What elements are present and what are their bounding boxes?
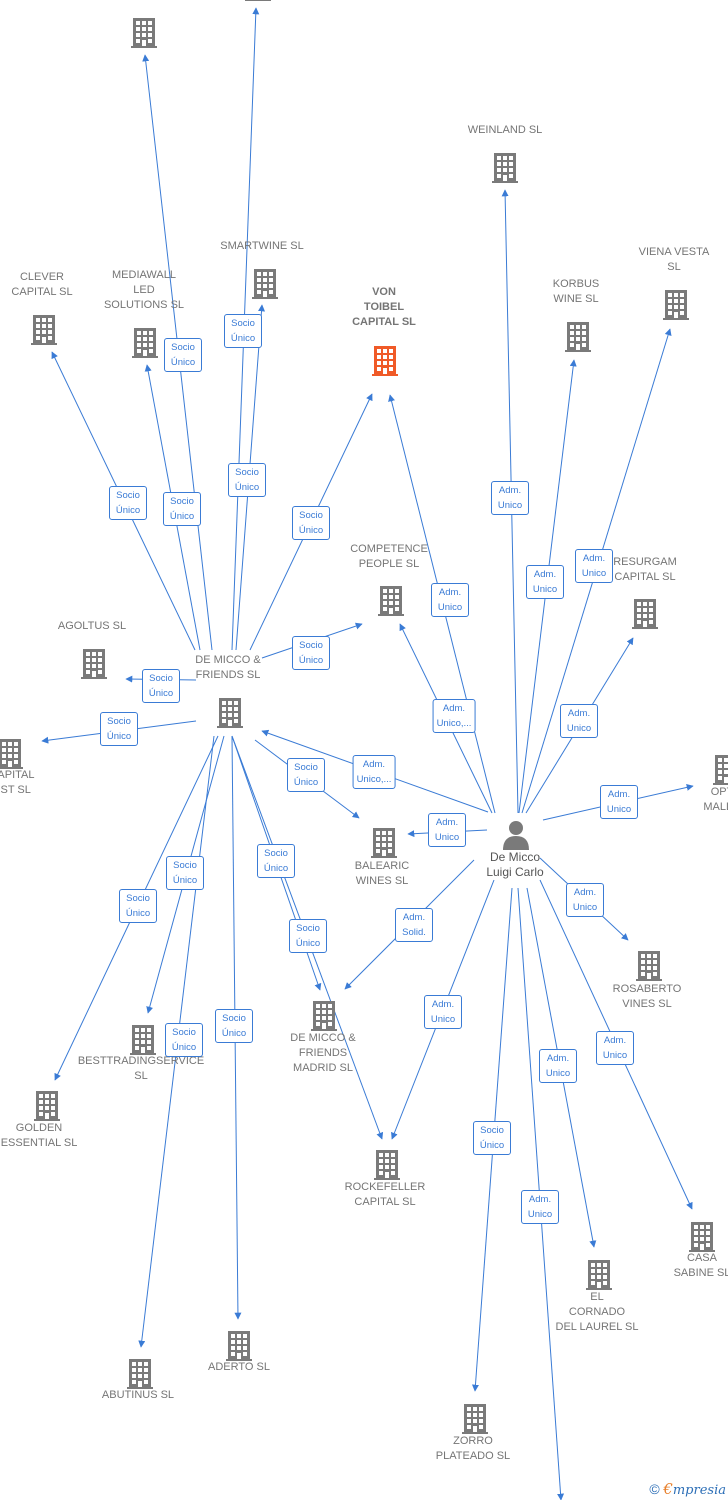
relation-label[interactable]: Adm. Unico,...	[352, 755, 396, 789]
node-label: ZORRO PLATEADO SL	[435, 1435, 511, 1462]
node-label: COMPETENCE PEOPLE SL	[350, 543, 428, 570]
node-label: ABUTINUS SL	[101, 1389, 175, 1401]
company-building-icon[interactable]	[0, 739, 23, 769]
relation-label[interactable]: Adm. Unico	[539, 1049, 577, 1083]
relation-label[interactable]: Adm. Unico	[526, 565, 564, 599]
company-building-icon[interactable]	[217, 698, 243, 728]
relation-label[interactable]: Socio Único	[292, 506, 330, 540]
relation-label[interactable]: Adm. Unico	[600, 785, 638, 819]
node-label: MEDIAWALL LED SOLUTIONS SL	[103, 269, 185, 311]
relation-label[interactable]: Socio Único	[228, 463, 266, 497]
company-building-icon[interactable]	[586, 1260, 612, 1290]
company-building-icon[interactable]	[371, 828, 397, 858]
company-building-icon[interactable]	[378, 586, 404, 616]
relation-label[interactable]: Socio Único	[119, 889, 157, 923]
relation-label[interactable]: Socio Único	[166, 856, 204, 890]
company-building-icon[interactable]	[689, 1222, 715, 1252]
relation-label[interactable]: Socio Único	[164, 338, 202, 372]
company-building-icon[interactable]	[132, 328, 158, 358]
relation-label[interactable]: Adm. Unico	[428, 813, 466, 847]
empresia-copyright[interactable]: © €mpresia	[649, 1480, 726, 1498]
company-building-icon[interactable]	[245, 0, 271, 1]
copyright-icon: ©	[649, 1481, 660, 1497]
node-label: VON TOIBEL CAPITAL SL	[352, 286, 416, 328]
relation-label[interactable]: Adm. Unico	[575, 549, 613, 583]
node-label: EL CORNADO DEL LAUREL SL	[555, 1291, 639, 1333]
node-label: CAPITAL EST SL	[0, 769, 35, 796]
company-building-icon[interactable]	[713, 755, 728, 785]
company-building-icon[interactable]	[663, 290, 689, 320]
empresia-brand: mpresia	[672, 1483, 726, 1498]
company-building-icon[interactable]	[81, 649, 107, 679]
relation-label[interactable]: Adm. Unico	[521, 1190, 559, 1224]
focus-company-building-icon[interactable]	[372, 346, 398, 376]
company-building-icon[interactable]	[636, 951, 662, 981]
relation-label[interactable]: Adm. Solid.	[395, 908, 433, 942]
company-building-icon[interactable]	[565, 322, 591, 352]
company-building-icon[interactable]	[311, 1001, 337, 1031]
relation-label[interactable]: Socio Único	[473, 1121, 511, 1155]
node-label: SMARTWINE SL	[220, 240, 304, 252]
company-building-icon[interactable]	[492, 153, 518, 183]
company-building-icon[interactable]	[632, 599, 658, 629]
company-building-icon[interactable]	[131, 18, 157, 48]
empresia-logo-e: €	[663, 1480, 673, 1498]
node-label: BESTTRADINGSERVICE SL	[77, 1055, 205, 1082]
company-building-icon[interactable]	[374, 1150, 400, 1180]
company-building-icon[interactable]	[252, 269, 278, 299]
relation-label[interactable]: Adm. Unico	[491, 481, 529, 515]
node-label: CLEVER CAPITAL SL	[11, 271, 73, 298]
node-label: CASA SABINE SL	[673, 1252, 728, 1279]
node-label: DE MICCO & FRIENDS SL	[195, 654, 261, 681]
node-label: WEINLAND SL	[467, 124, 543, 136]
relation-label[interactable]: Socio Único	[257, 844, 295, 878]
relation-label[interactable]: Socio Único	[100, 712, 138, 746]
node-label: AGOLTUS SL	[57, 620, 127, 632]
relation-label[interactable]: Socio Único	[142, 669, 180, 703]
company-building-icon[interactable]	[31, 315, 57, 345]
relation-label[interactable]: Adm. Unico	[596, 1031, 634, 1065]
relation-label[interactable]: Socio Único	[109, 486, 147, 520]
node-label: VIENA VESTA SL	[638, 246, 710, 273]
relation-label[interactable]: Socio Único	[289, 919, 327, 953]
node-label: MERITANUS SL	[64, 0, 224, 4]
relation-label[interactable]: Adm. Unico,...	[432, 699, 476, 733]
company-building-icon[interactable]	[34, 1091, 60, 1121]
node-label: GOLDEN ESSENTIAL SL	[0, 1122, 78, 1149]
relation-label[interactable]: Adm. Unico	[424, 995, 462, 1029]
company-building-icon[interactable]	[462, 1404, 488, 1434]
person-icon[interactable]	[503, 821, 529, 850]
node-label: BALEARIC WINES SL	[354, 860, 410, 887]
node-label: ROSABERTO VINES SL	[612, 983, 682, 1010]
company-building-icon[interactable]	[127, 1359, 153, 1389]
relation-label[interactable]: Socio Único	[215, 1009, 253, 1043]
relation-label[interactable]: Adm. Unico	[560, 704, 598, 738]
relation-label[interactable]: Socio Único	[287, 758, 325, 792]
company-building-icon[interactable]	[226, 1331, 252, 1361]
relation-label[interactable]: Socio Único	[163, 492, 201, 526]
relation-label[interactable]: Socio Único	[224, 314, 262, 348]
node-label: ROCKEFELLER CAPITAL SL	[344, 1181, 426, 1208]
node-label: OPT MALLO	[703, 786, 728, 813]
node-label: DE MICCO & FRIENDS MADRID SL	[290, 1032, 356, 1074]
relation-label[interactable]: Socio Único	[292, 636, 330, 670]
node-label: KORBUS WINE SL	[552, 278, 600, 305]
relation-label[interactable]: Adm. Unico	[566, 883, 604, 917]
relation-label[interactable]: Adm. Unico	[431, 583, 469, 617]
node-label: De Micco Luigi Carlo	[486, 850, 544, 879]
node-label: RESURGAM CAPITAL SL	[613, 556, 677, 583]
node-label: ADERTO SL	[208, 1361, 270, 1373]
relation-label[interactable]: Socio Único	[165, 1023, 203, 1057]
company-building-icon[interactable]	[130, 1025, 156, 1055]
